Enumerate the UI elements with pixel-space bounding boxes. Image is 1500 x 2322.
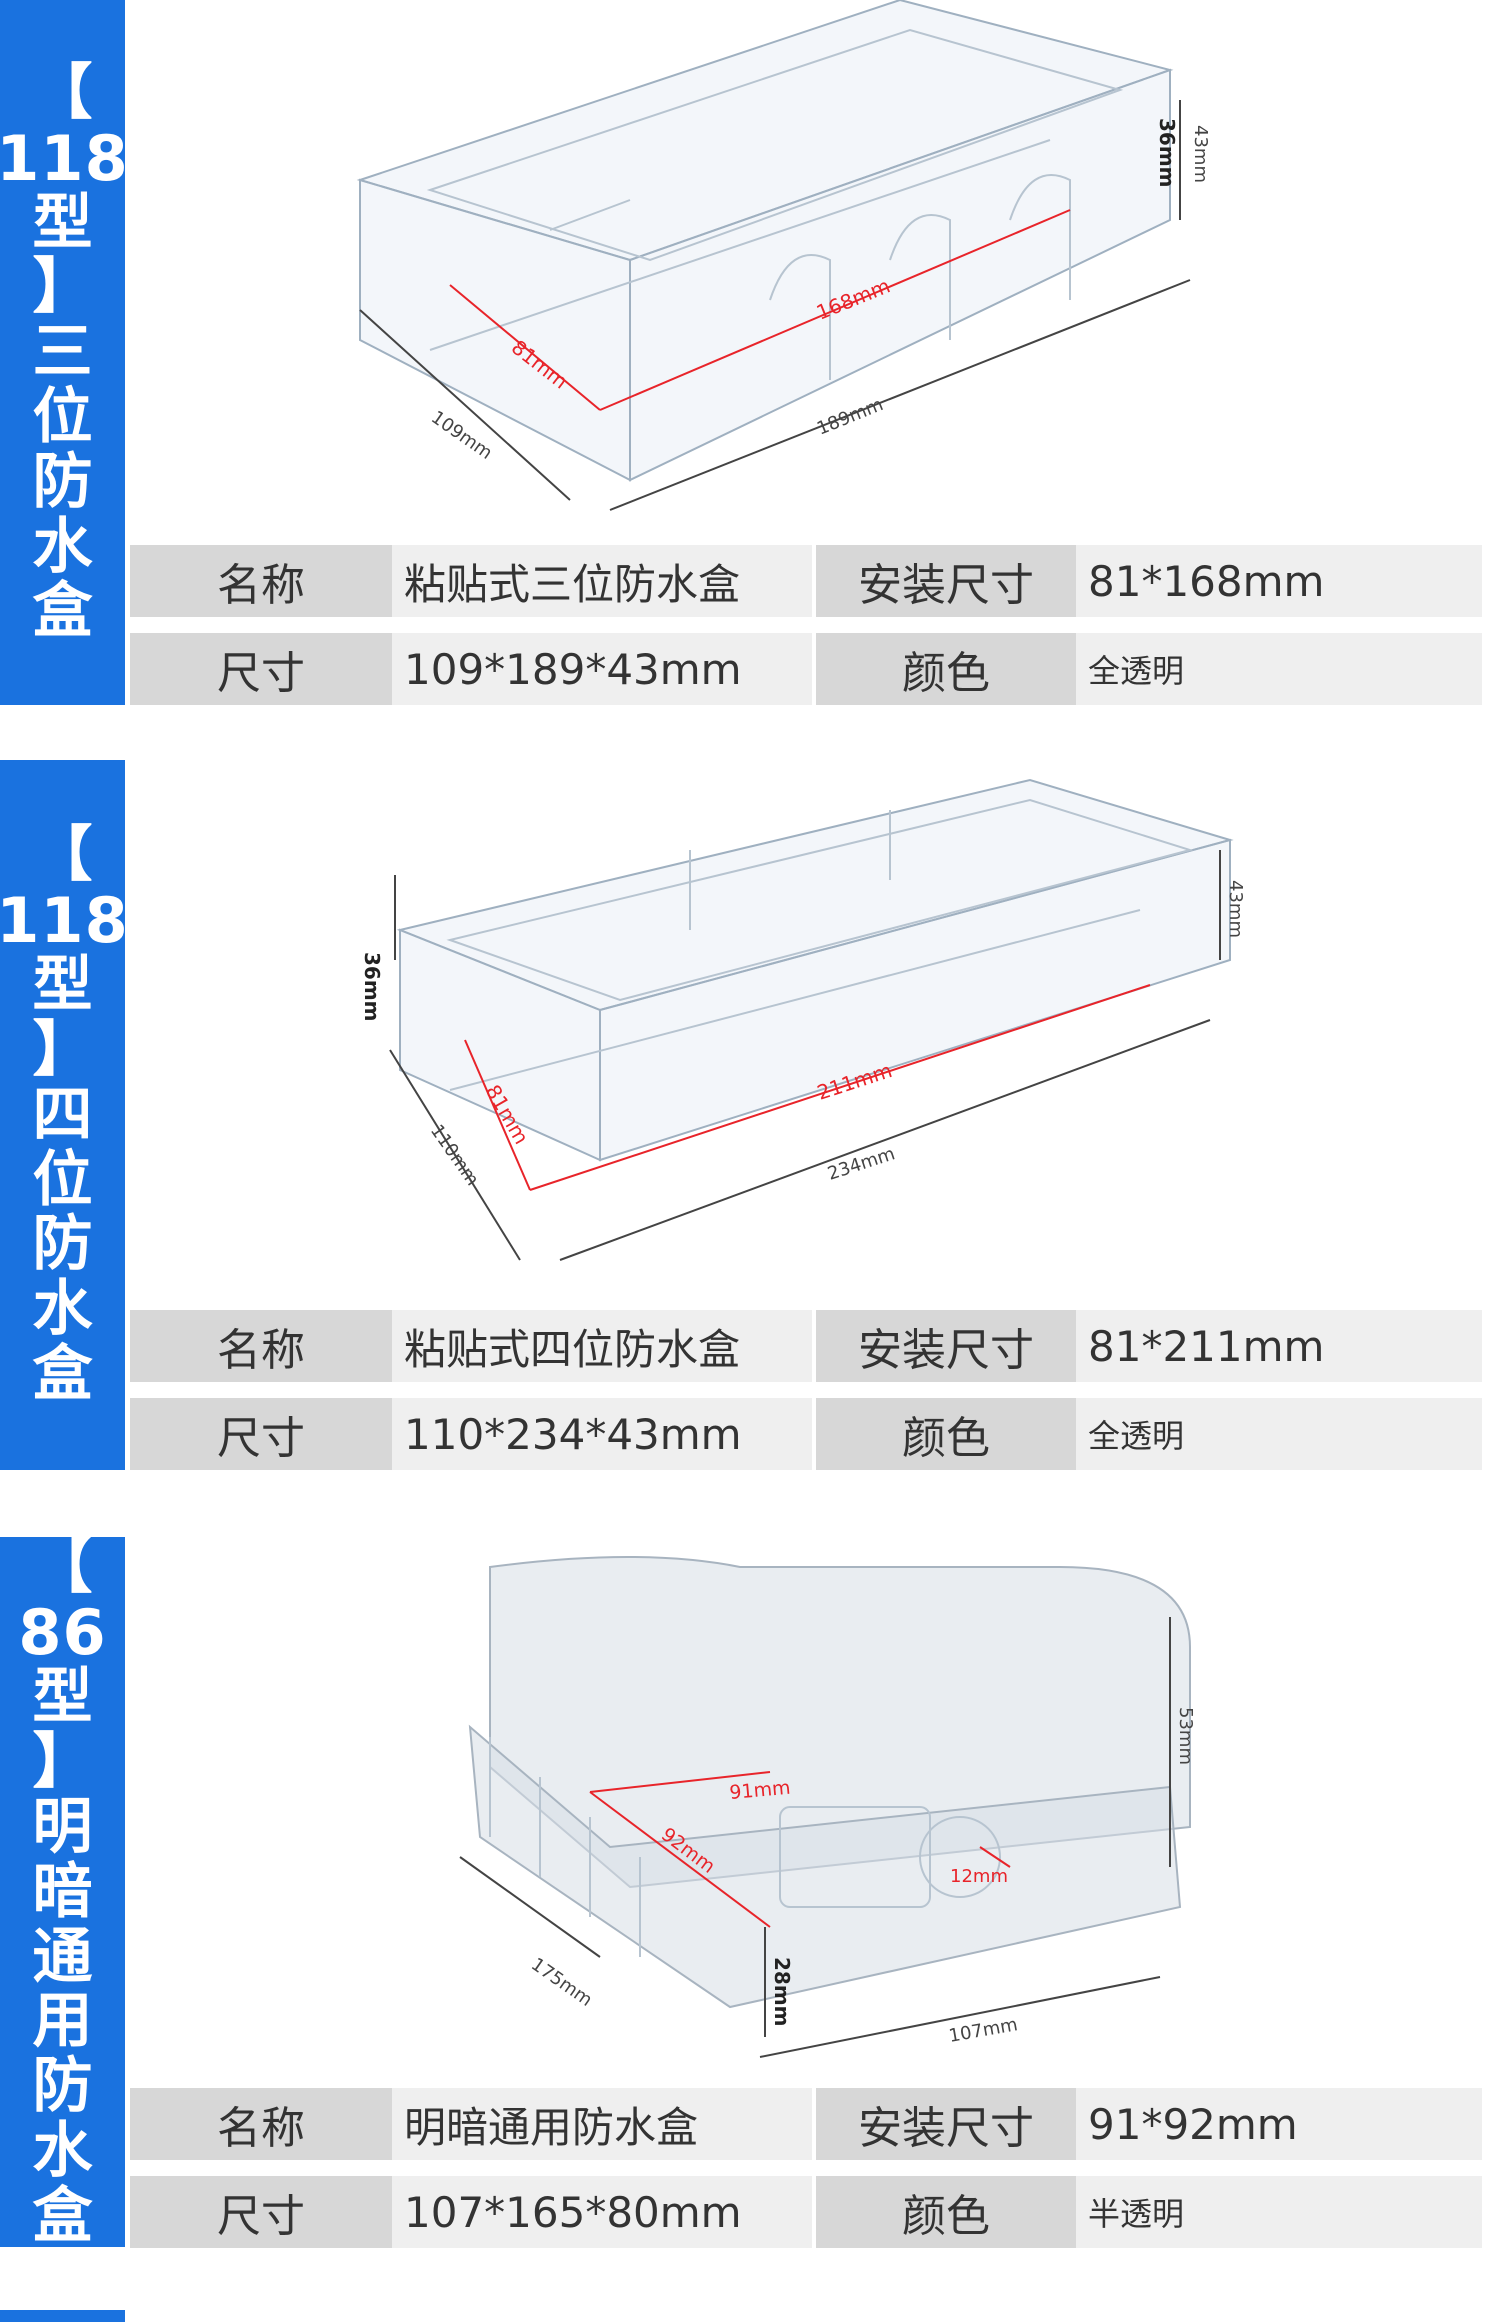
color-value: 全透明 [1076, 633, 1482, 705]
type-char: 防 [32, 2051, 93, 2122]
size-label: 尺寸 [130, 633, 392, 705]
size-value: 110*234*43mm [392, 1398, 812, 1470]
dim-a: 91mm [729, 1777, 792, 1804]
dim-depth: 109mm [427, 407, 496, 464]
type-char: 防 [32, 446, 93, 517]
dim-w: 107mm [947, 2014, 1019, 2047]
type-char: 型 [32, 950, 93, 1021]
product-2: 【 118 型 】 四 位 防 水 盒 81mm [0, 760, 1500, 1470]
dim-depth: 110mm [426, 1121, 483, 1190]
model-sidebar: 【 118 型 】 三 位 防 水 盒 [0, 0, 128, 705]
spec-row-1: 名称 粘贴式四位防水盒 安装尺寸 81*211mm [130, 1310, 1482, 1382]
color-label: 颜色 [816, 1398, 1076, 1470]
type-char: 明 [32, 1791, 93, 1862]
type-char: 用 [32, 1986, 93, 2057]
spec-row-1: 名称 粘贴式三位防水盒 安装尺寸 81*168mm [130, 545, 1482, 617]
name-label: 名称 [130, 545, 392, 617]
dim-height: 43mm [1225, 880, 1246, 938]
type-char: 】 [32, 1727, 93, 1798]
color-label: 颜色 [816, 633, 1076, 705]
type-char: 】 [32, 252, 93, 323]
name-value: 明暗通用防水盒 [392, 2088, 812, 2160]
dim-c: 12mm [950, 1866, 1008, 1887]
dim-height-2: 36mm [360, 952, 384, 1022]
model-number: 118 [0, 121, 129, 195]
dim-long: 175mm [527, 1954, 596, 2011]
product-3: 【 86 型 】 明 暗 通 用 防 水 盒 [0, 1532, 1500, 2251]
next-section-edge [0, 2310, 125, 2322]
dim-d: 28mm [770, 1957, 794, 2027]
size-value: 109*189*43mm [392, 633, 812, 705]
type-char: 】 [32, 1014, 93, 1085]
size-value: 107*165*80mm [392, 2176, 812, 2248]
spec-row-2: 尺寸 110*234*43mm 颜色 全透明 [130, 1398, 1482, 1470]
color-value: 半透明 [1076, 2176, 1482, 2248]
color-label: 颜色 [816, 2176, 1076, 2248]
type-char: 四 [32, 1079, 93, 1150]
type-char: 盒 [32, 1338, 93, 1409]
type-char: 暗 [32, 1856, 93, 1927]
install-size-value: 81*211mm [1076, 1310, 1482, 1382]
install-size-value: 81*168mm [1076, 545, 1482, 617]
spec-row-2: 尺寸 107*165*80mm 颜色 半透明 [130, 2176, 1482, 2248]
dim-long: 189mm [814, 394, 886, 439]
name-value: 粘贴式三位防水盒 [392, 545, 812, 617]
size-label: 尺寸 [130, 1398, 392, 1470]
type-char: 位 [32, 382, 93, 453]
name-label: 名称 [130, 1310, 392, 1382]
dim-height: 43mm [1190, 125, 1211, 183]
product-photo: 81mm 211mm 110mm 234mm 43mm 36mm [130, 760, 1500, 1300]
type-char: 型 [32, 187, 93, 258]
install-size-value: 91*92mm [1076, 2088, 1482, 2160]
install-size-label: 安装尺寸 [816, 2088, 1076, 2160]
model-number: 118 [0, 884, 129, 958]
spec-row-1: 名称 明暗通用防水盒 安装尺寸 91*92mm [130, 2088, 1482, 2160]
color-value: 全透明 [1076, 1398, 1482, 1470]
type-char: 盒 [32, 576, 93, 647]
type-char: 水 [32, 2115, 93, 2186]
product-photo: 81mm 168mm 109mm 189mm 43mm 36mm [130, 0, 1500, 540]
model-sidebar: 【 118 型 】 四 位 防 水 盒 [0, 760, 128, 1470]
transparent-box-illustration: 81mm 211mm 110mm 234mm 43mm 36mm [360, 778, 1246, 1261]
spec-row-2: 尺寸 109*189*43mm 颜色 全透明 [130, 633, 1482, 705]
bracket-open: 【 [32, 820, 93, 891]
name-value: 粘贴式四位防水盒 [392, 1310, 812, 1382]
type-char: 三 [32, 317, 93, 388]
name-label: 名称 [130, 2088, 392, 2160]
model-sidebar: 【 86 型 】 明 暗 通 用 防 水 盒 [0, 1532, 125, 2251]
type-char: 防 [32, 1209, 93, 1280]
dim-h: 53mm [1175, 1707, 1196, 1765]
bracket-open: 【 [32, 57, 93, 128]
type-char: 水 [32, 1274, 93, 1345]
transparent-box-illustration: 91mm 92mm 12mm 53mm 28mm 175mm 107mm [459, 1556, 1196, 2058]
type-char: 位 [32, 1144, 93, 1215]
product-1: 【 118 型 】 三 位 防 水 盒 [0, 0, 1500, 705]
install-size-label: 安装尺寸 [816, 545, 1076, 617]
size-label: 尺寸 [130, 2176, 392, 2248]
transparent-box-illustration: 81mm 168mm 109mm 189mm 43mm 36mm [356, 0, 1211, 511]
dim-height-2: 36mm [1155, 118, 1179, 188]
type-char: 通 [32, 1921, 93, 1992]
bracket-open: 【 [32, 1532, 93, 1603]
model-number: 86 [18, 1596, 107, 1670]
type-char: 水 [32, 511, 93, 582]
type-char: 型 [32, 1662, 93, 1733]
product-photo: 91mm 92mm 12mm 53mm 28mm 175mm 107mm [130, 1537, 1500, 2087]
type-char: 盒 [32, 2180, 93, 2251]
install-size-label: 安装尺寸 [816, 1310, 1076, 1382]
